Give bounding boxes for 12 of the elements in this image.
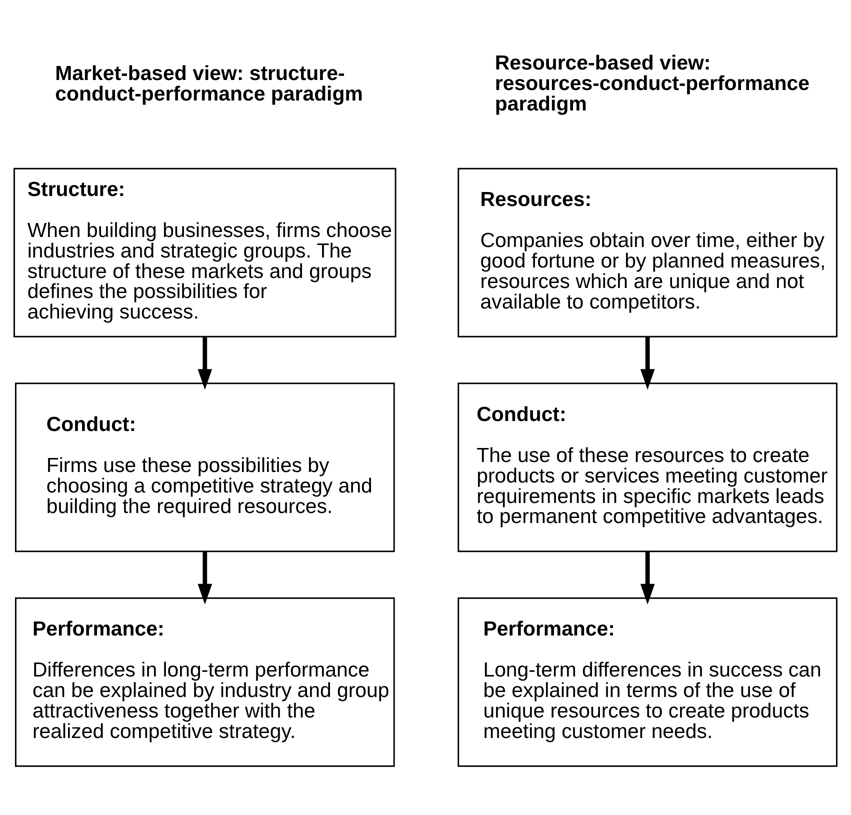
arrow	[198, 552, 212, 604]
arrow	[198, 337, 212, 390]
node-box: Performance: Differences in long-term performance can be explained by industry and group attractiveness together with the realized competitive strategy.	[14, 597, 395, 767]
arrow	[640, 552, 655, 604]
node-box: Conduct: Firms use these possibilities by choosing a competitive strategy and building the required resources.	[14, 382, 395, 552]
node-box: Resources: Companies obtain over time, either by good fortune or by planned measures, resources which are unique and not available to competitors.	[458, 168, 838, 338]
node-box: Structure: When building businesses, firms choose industries and strategic groups. The structure of these markets and groups defines the possibilities for achieving success.	[14, 168, 396, 338]
node-box: Conduct: The use of these resources to create products or services meeting customer requirements in specific markets leads to permanent competitive advantages.	[458, 382, 838, 552]
node-text: Market-based view: structure-conduct-performance paradigm	[55, 62, 363, 106]
node-text: Resource-based view: resources-conduct-performance paradigm	[494, 52, 810, 116]
node-box: Performance: Long-term differences in success can be explained in terms of the use of unique resources to create products meeting customer needs.	[458, 597, 838, 767]
arrow	[640, 337, 655, 390]
